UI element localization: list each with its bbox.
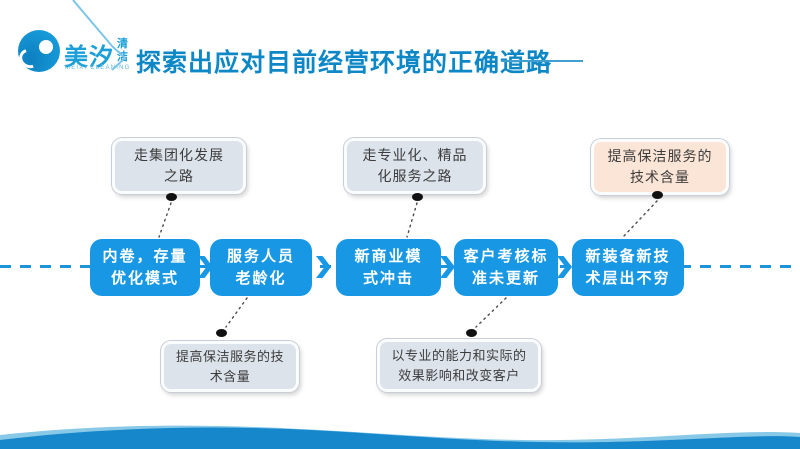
callout-text: 以专业的能力和实际的: [391, 348, 527, 363]
callout-text: 提高保洁服务的技: [175, 349, 284, 364]
timeline-node-label: 客户考核标: [463, 247, 549, 265]
callout-bottom-1: 提高保洁服务的技 术含量: [161, 341, 299, 392]
bottom-wave-decoration: [0, 425, 800, 449]
connector-dot: [166, 193, 177, 201]
timeline-node-4: 客户考核标 准未更新: [454, 239, 558, 296]
dotted-connector: [622, 200, 658, 238]
dotted-connector: [406, 202, 418, 238]
title-underline-rule: [501, 60, 583, 62]
right-chevron-icon: [440, 256, 455, 278]
timeline-node-label: 新商业模: [354, 247, 423, 265]
logo-brand-english: MEIXI CLEANING: [65, 65, 131, 71]
right-chevron-icon: [557, 256, 572, 278]
callout-top-3: 提高保洁服务的 技术含量: [591, 139, 729, 195]
callout-text: 术含量: [209, 368, 251, 384]
timeline-node-label: 准未更新: [471, 269, 540, 287]
callout-text: 效果影响和改变客户: [398, 367, 520, 383]
callout-text: 之路: [164, 168, 194, 184]
timeline-node-label: 优化模式: [110, 269, 179, 287]
right-chevron-icon: [316, 256, 331, 278]
timeline-node-label: 内卷，存量: [102, 247, 188, 265]
logo-dot-icon: [39, 40, 53, 54]
timeline-node-1: 内卷，存量 优化模式: [90, 239, 200, 296]
callout-top-2: 走专业化、精品 化服务之路: [344, 138, 486, 194]
callout-text: 技术含量: [630, 169, 690, 185]
timeline-node-label: 服务人员: [226, 247, 295, 265]
timeline-node-label: 新装备新技: [585, 247, 671, 265]
logo-brand-subtext: 清洁: [117, 38, 128, 63]
logo-icon: [15, 30, 60, 72]
timeline-node-label: 术层出不穷: [585, 269, 671, 287]
callout-text: 走专业化、精品: [362, 147, 468, 163]
dotted-connector: [158, 202, 172, 238]
timeline-node-5: 新装备新技 术层出不穷: [572, 239, 684, 296]
timeline-node-2: 服务人员 老龄化: [210, 239, 312, 296]
timeline-node-label: 老龄化: [235, 269, 287, 287]
dotted-connector: [475, 297, 507, 328]
timeline-node-label: 式冲击: [362, 269, 414, 287]
connector-dot: [412, 193, 423, 201]
callout-text: 化服务之路: [377, 168, 453, 184]
connector-dot: [652, 191, 663, 199]
callout-bottom-2: 以专业的能力和实际的 效果影响和改变客户: [377, 339, 541, 392]
connector-dot: [466, 329, 477, 337]
timeline-node-3: 新商业模 式冲击: [336, 239, 441, 296]
callout-text: 走集团化发展: [134, 147, 224, 163]
wave-main-layer: [0, 427, 800, 449]
dotted-connector: [225, 297, 248, 328]
page-title: 探索出应对目前经营环境的正确道路: [136, 49, 553, 77]
logo-brand-text: 美汐: [64, 44, 114, 71]
callout-text: 提高保洁服务的: [607, 148, 713, 164]
callout-top-1: 走集团化发展 之路: [112, 138, 246, 194]
connector-dot: [216, 329, 227, 337]
